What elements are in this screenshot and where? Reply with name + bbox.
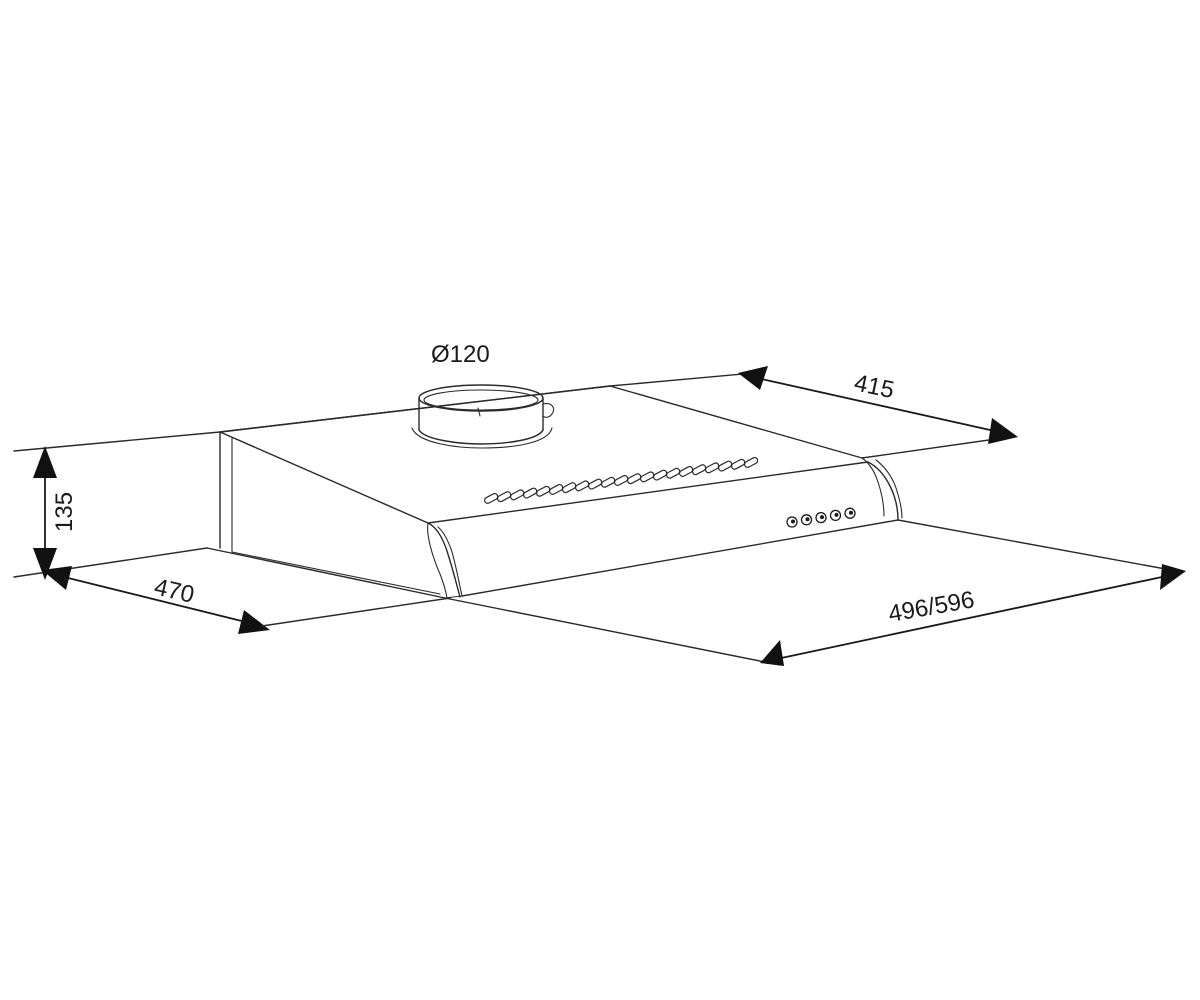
hood-top-front-edge [427,461,869,524]
dim-depth-side-extension [261,597,451,627]
vent-slot [496,491,512,503]
duct-collar-clip [542,403,555,418]
vent-slot [717,460,733,472]
vent-slot [548,483,564,495]
dim-height-arrow-top [33,446,57,478]
hood-left-endcap [427,522,461,598]
hood-back-top-edge [219,385,611,433]
vent-slot [626,473,642,485]
dim-depth-top-arrow-start [738,366,768,390]
vent-slot [600,476,616,488]
control-knob-center [849,510,853,515]
dim-width-arrow-end [1160,564,1186,590]
dim-depth-top-line [747,375,1009,435]
control-knob-center [820,515,824,520]
vent-slots [483,456,759,504]
vent-slot [639,471,655,483]
hood-slope-top-edge [219,431,429,524]
bottom-right-edge [897,519,1183,573]
dim-width-arrow-start [760,640,784,666]
dim-height-arrow-bottom [33,548,57,580]
vent-slot [678,465,694,477]
duct-collar-flange [411,427,553,449]
hood-front-bottom-edge [461,519,899,597]
hood-right-endcap-inner [875,459,903,519]
dim-depth-top-arrow-end [988,418,1018,444]
vent-slot [665,467,681,479]
hood-left-endcap-outer [427,522,448,599]
vent-slot [535,485,551,497]
dim-width-line [771,573,1177,661]
hood-underside-line [444,597,781,666]
dim-depth-side-arrow-end [238,610,270,634]
control-knob-center [834,512,839,517]
vent-slot [652,469,668,481]
vent-slot [509,489,525,501]
dimension-lines [33,366,1186,666]
hood-slope-lower-edge [206,547,446,599]
duct-collar-seam [477,407,481,417]
vent-slot [743,456,759,468]
label-duct-diameter: Ø120 [431,341,490,368]
label-width: 496/596 [886,586,976,628]
dimension-labels: Ø120 415 135 470 496/596 [51,341,976,628]
hood-body [206,385,903,666]
hood-top-right-diagonal [609,385,863,459]
hood-right-endcap-outer [861,457,885,517]
control-knob-center [791,519,795,524]
dim-depth-side-arrow-start [42,566,72,590]
control-knobs [786,507,856,528]
duct-collar-top-rim [418,384,544,412]
dim-depth-side-line [51,573,263,627]
vent-slot [561,482,577,494]
vent-slot [483,492,499,504]
label-depth-side: 470 [152,574,197,609]
vent-slot [730,458,746,470]
vent-slot [704,462,720,474]
label-height: 135 [51,492,78,532]
vent-slot [613,474,629,486]
control-knob-center [805,517,810,522]
hood-left-endcap-inner [437,526,463,597]
vent-slot [587,478,603,490]
duct-collar-inner-rim [423,389,539,411]
duct-collar [411,384,555,449]
vent-slot [691,464,707,476]
vent-slot [522,487,538,499]
reference-planes [13,371,1183,578]
top-right-edge [861,436,1011,459]
hood-side-inner-line [231,551,441,595]
vent-slot [574,480,590,492]
hood-right-endcap [867,461,899,521]
label-depth-top: 415 [852,369,897,404]
duct-collar-bottom [418,429,544,445]
